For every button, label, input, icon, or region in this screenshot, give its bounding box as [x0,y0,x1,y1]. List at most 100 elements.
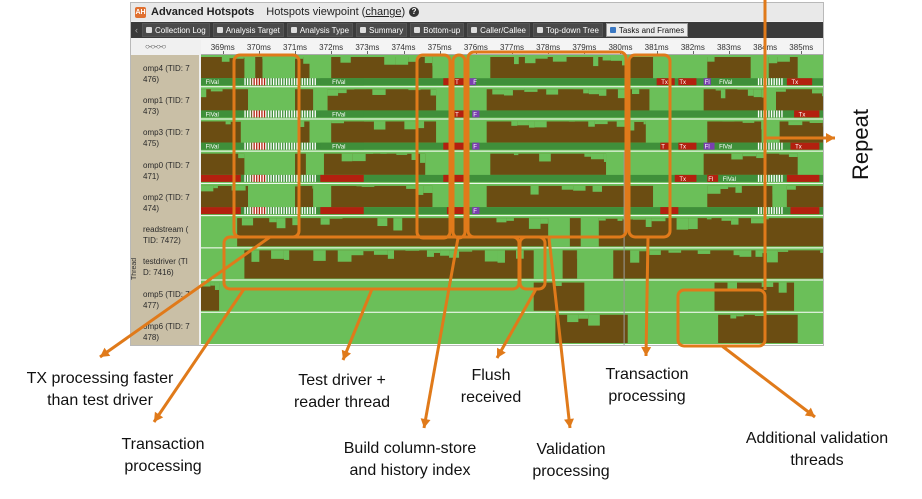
task-tick [289,207,290,214]
help-icon[interactable]: ? [409,7,419,17]
task-tick [761,143,762,150]
task-bar-tx[interactable] [443,143,468,150]
change-viewpoint-link[interactable]: change [365,6,401,18]
task-bar-tx[interactable] [660,207,678,214]
task-tick [761,78,762,85]
cpu-busy-region [570,218,581,246]
task-tick [281,207,282,214]
tab-label: Summary [369,26,403,35]
task-tick [766,110,767,117]
cpu-dip [292,218,298,225]
tab-analysis-type[interactable]: Analysis Type [287,23,353,37]
task-bar-tx[interactable] [447,207,469,214]
task-tick [247,207,248,214]
cpu-dip [284,250,289,260]
task-bar-tx[interactable] [320,207,363,214]
task-tick [315,110,316,117]
cpu-dip [820,250,823,253]
task-tick [776,143,777,150]
summary-icon [360,27,366,33]
task-bar-tx[interactable] [201,175,241,182]
cpu-dip [731,218,738,225]
task-bar-tx[interactable] [252,143,266,150]
zoom-controls[interactable]: ○-○-○-○ [145,42,165,51]
cpu-dip [611,57,622,61]
task-bar-tx[interactable] [252,110,266,117]
task-bar-tx[interactable] [252,175,266,182]
cpu-dip [779,283,787,293]
task-tick [776,175,777,182]
task-bar-tx[interactable] [320,175,363,182]
cpu-dip [567,315,578,322]
task-tick [312,175,313,182]
task-bar-tx[interactable] [787,175,820,182]
task-label: FlVal [332,112,345,118]
task-bar-tx[interactable] [252,207,266,214]
cpu-dip [754,89,762,97]
task-tick [273,78,274,85]
task-bar-tx[interactable] [201,207,241,214]
task-bar-tx[interactable] [252,78,266,85]
task-tick [779,110,780,117]
task-tick [779,143,780,150]
cpu-dip [748,89,754,96]
annotation-line: received [448,387,534,409]
task-tick [771,207,772,214]
cpu-dip [707,57,714,62]
cpu-dip [531,186,539,195]
task-bar-tx[interactable] [443,175,468,182]
thread-row[interactable] [201,218,823,248]
tab-summary[interactable]: Summary [356,23,407,37]
task-tick [281,143,282,150]
cpu-dip [622,57,629,65]
cpu-dip [372,89,385,95]
cpu-dip [588,121,595,126]
tab-scroll-left-icon[interactable]: ‹ [131,25,142,35]
annotation-line: and history index [330,460,490,482]
task-tick [291,143,292,150]
task-tick [299,78,300,85]
task-label: T [455,112,459,118]
cpu-dip [595,121,608,124]
ruler-tick-mark [404,51,405,54]
thread-label[interactable]: readstream (TID: 7472) [143,224,199,246]
task-tick [768,78,769,85]
cpu-dip [331,121,344,123]
tab-tasks-and-frames[interactable]: Tasks and Frames [606,23,688,37]
cpu-dip [418,121,425,128]
task-tick [276,110,277,117]
task-tick [268,207,269,214]
task-label: FlVal [206,80,219,86]
task-tick [296,143,297,150]
cpu-dip [626,121,634,130]
task-tick [309,78,310,85]
tab-top-down-tree[interactable]: Top-down Tree [533,23,603,37]
tab-bottom-up[interactable]: Bottom-up [410,23,464,37]
task-bar-transaction_short[interactable] [451,110,469,117]
cpu-dip [546,89,558,94]
cpu-dip [213,186,218,188]
tab-analysis-target[interactable]: Analysis Target [213,23,284,37]
tab-collection-log[interactable]: Collection Log [142,23,210,37]
cpu-dip [330,218,343,219]
cpu-dip [362,186,375,187]
task-bar-tx[interactable] [790,207,819,214]
thread-row[interactable] [201,250,823,280]
cpu-dip [639,250,649,251]
cpu-busy-region [201,89,248,110]
task-bar-transaction_short[interactable] [443,78,465,85]
task-tick [779,207,780,214]
task-tick [291,207,292,214]
task-tick [263,110,264,117]
tab-caller-callee[interactable]: Caller/Callee [467,23,530,37]
cpu-dip [374,121,386,129]
